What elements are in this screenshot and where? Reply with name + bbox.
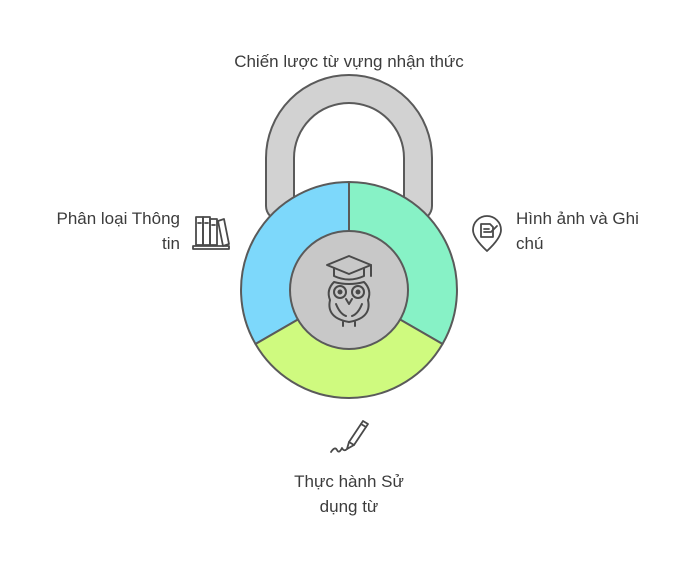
label-bottom: Thực hành Sử dụng từ bbox=[249, 469, 449, 519]
lock-shackle-inner bbox=[267, 76, 431, 219]
label-left: Phân loại Thông tin bbox=[10, 206, 180, 256]
label-left-line1: Phân loại Thông bbox=[56, 209, 180, 228]
note-pin-icon bbox=[472, 215, 502, 252]
pen-icon bbox=[330, 420, 369, 453]
label-bottom-line1: Thực hành Sử bbox=[294, 472, 404, 491]
label-right-line2: chú bbox=[516, 234, 544, 253]
label-right-line1: Hình ảnh và Ghi bbox=[516, 209, 639, 228]
label-right: Hình ảnh và Ghi chú bbox=[516, 206, 686, 256]
owl-graduate-icon bbox=[326, 255, 372, 327]
label-bottom-line2: dụng từ bbox=[319, 497, 379, 516]
label-left-line2: tin bbox=[162, 234, 180, 253]
center-circle bbox=[289, 230, 409, 350]
books-icon bbox=[192, 216, 230, 250]
diagram-title: Chiến lược từ vựng nhận thức bbox=[234, 52, 464, 71]
